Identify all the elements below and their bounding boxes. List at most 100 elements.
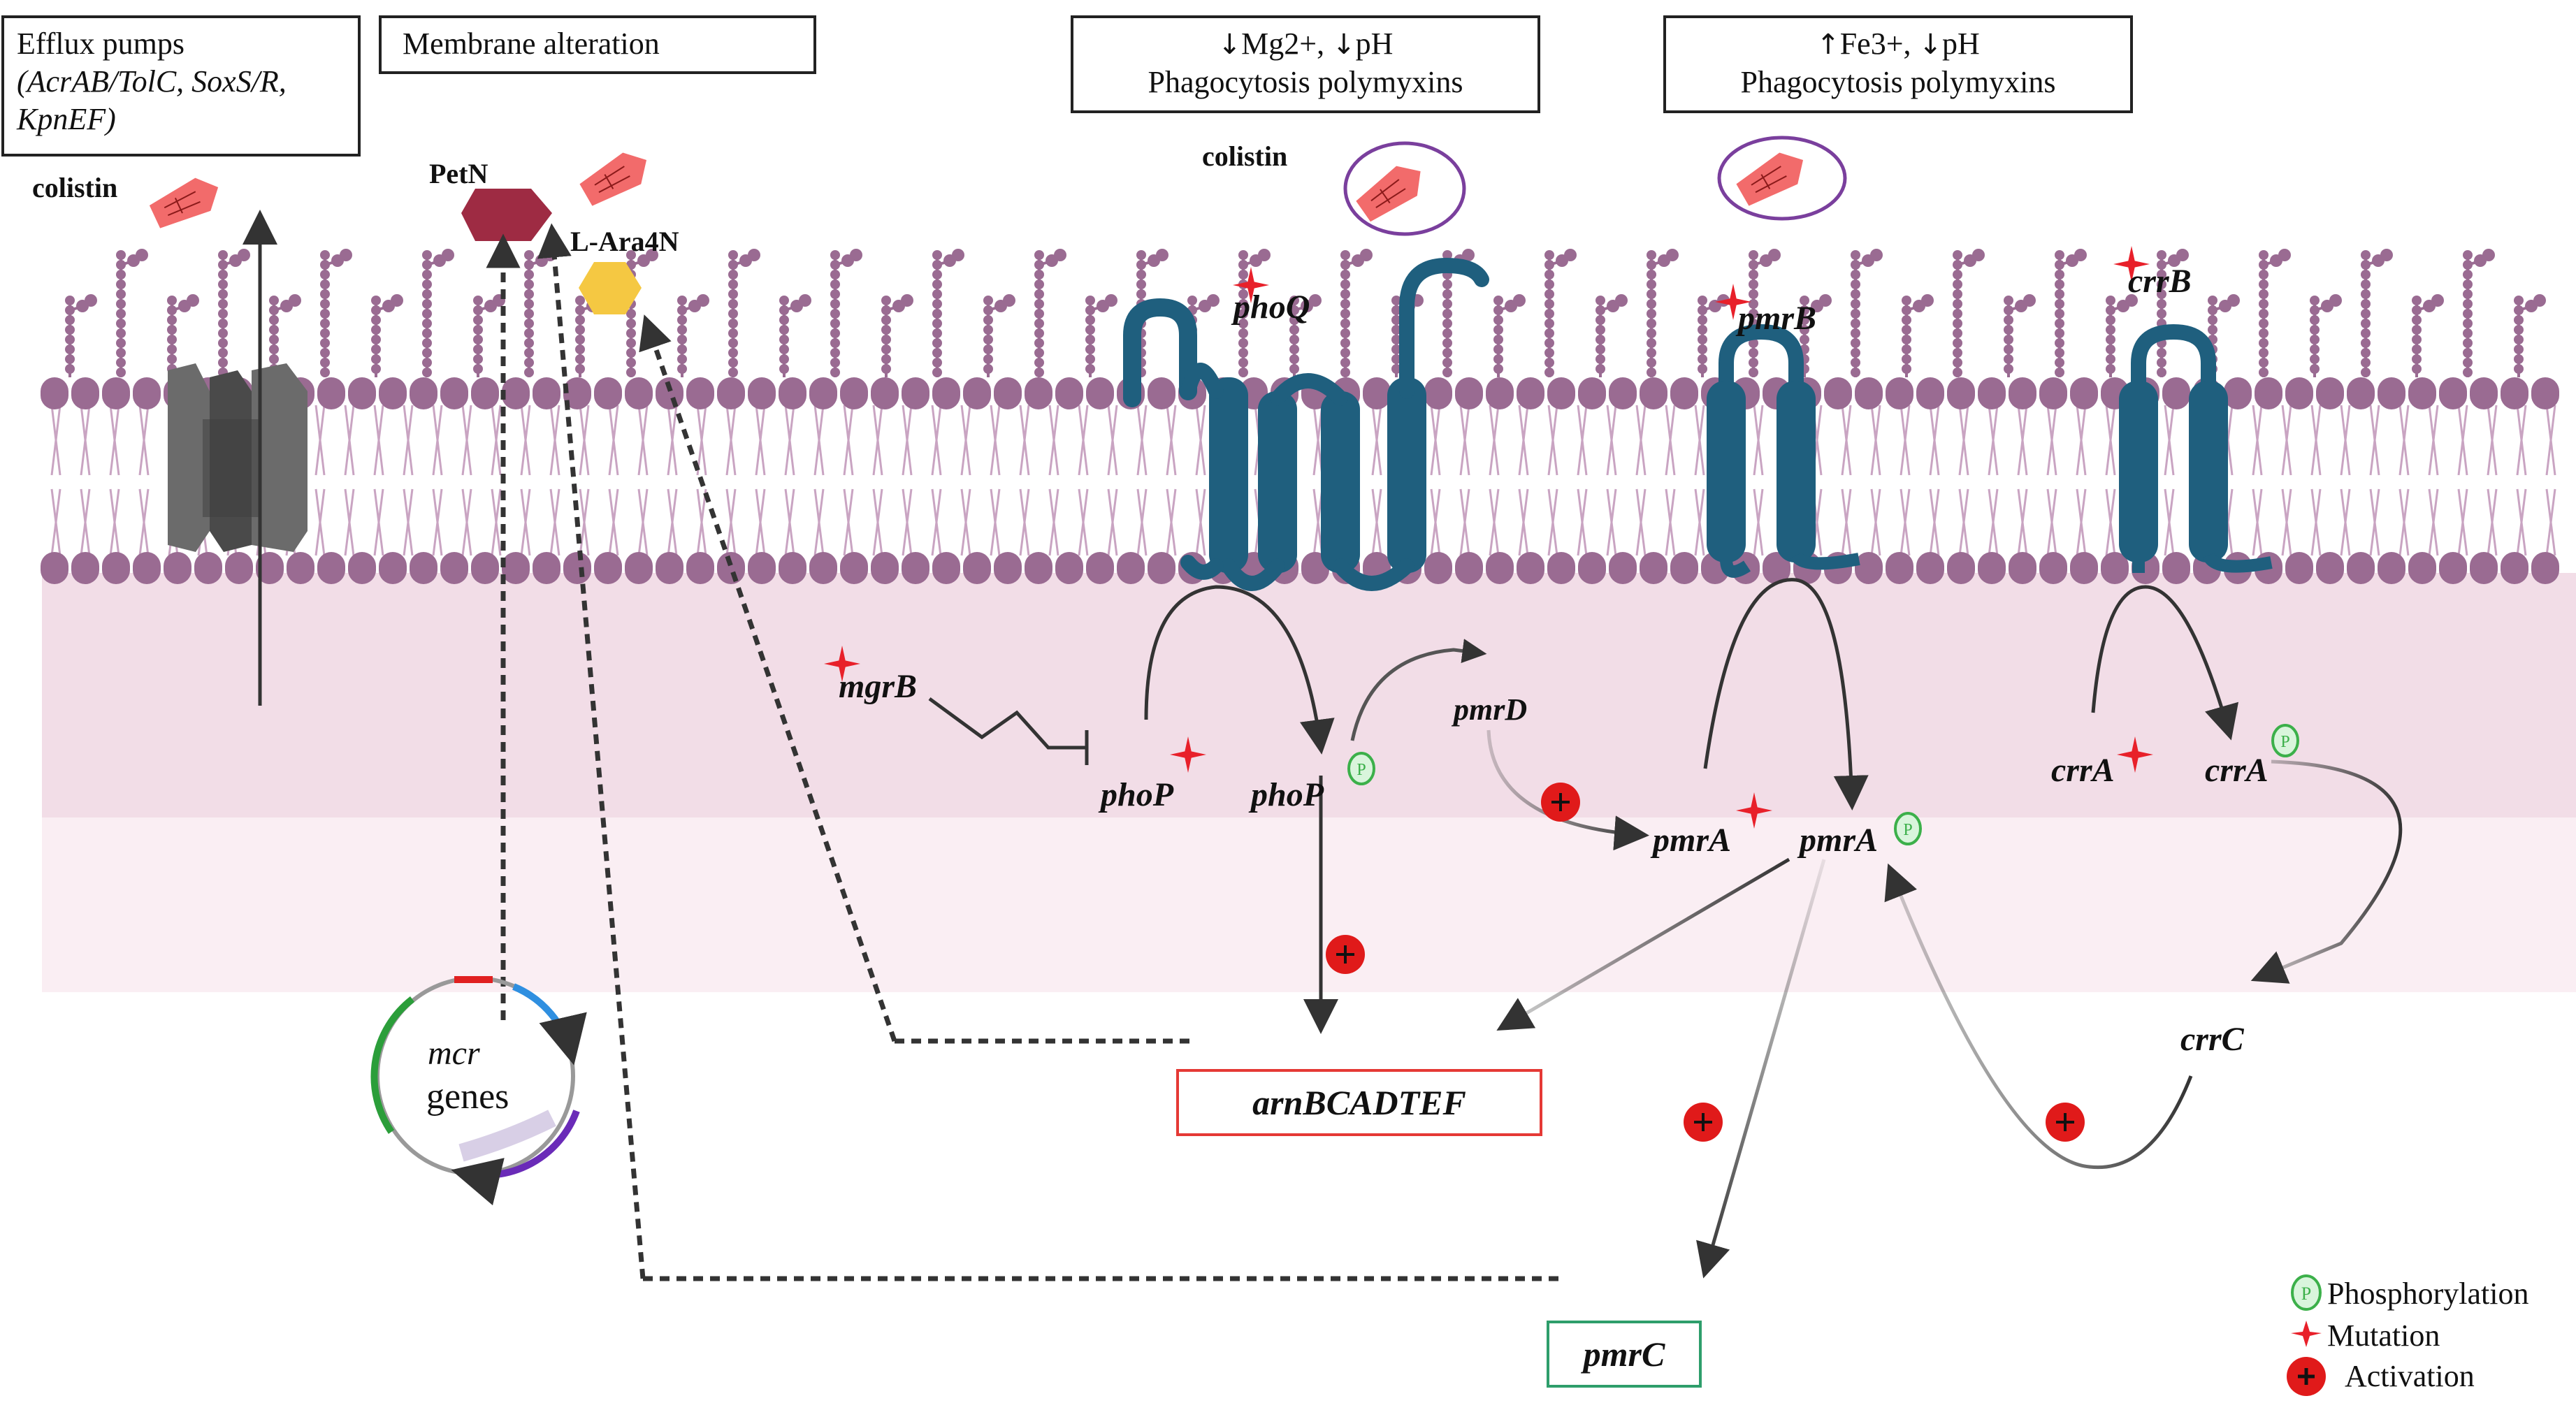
- dashed-links: [486, 223, 1565, 1281]
- lps-sugar: [1289, 354, 1299, 364]
- lps-sugar: [1595, 364, 1605, 374]
- lps-sugar: [2157, 279, 2166, 289]
- lps-branch: [697, 294, 709, 307]
- lps-branch: [2125, 294, 2138, 307]
- lps-branch-link: [1141, 259, 1156, 266]
- lipid-head: [2039, 377, 2067, 409]
- gene-crrb: crrB: [2128, 263, 2192, 300]
- lipid-tail: [2046, 488, 2057, 556]
- lipid-head: [102, 552, 130, 584]
- lps-sugar: [2208, 296, 2217, 305]
- pmrb-cond-line2: Phagocytosis polymyxins: [1740, 65, 2056, 99]
- lps-sugar: [2157, 309, 2166, 319]
- lps-branch: [238, 249, 250, 261]
- lps-sugar: [2055, 328, 2064, 338]
- lps-branch-link: [375, 305, 391, 312]
- lipid-tail: [1988, 488, 1999, 556]
- lps-sugar: [1442, 299, 1452, 309]
- lps-sugar: [1493, 296, 1503, 305]
- lps-branch-link: [2518, 305, 2533, 312]
- lps-sugar: [2463, 328, 2473, 338]
- lps-branch: [2380, 249, 2393, 261]
- lps-sugar: [422, 270, 432, 279]
- lps-sugar: [2157, 299, 2166, 309]
- lipid-tail: [2369, 488, 2380, 556]
- lps-sugar: [2463, 299, 2473, 309]
- lps-sugar: [2055, 338, 2064, 348]
- lipid-head: [840, 552, 868, 584]
- lipid-tail: [1547, 488, 1558, 556]
- lps-sugar: [2310, 325, 2320, 335]
- lps-sugar: [218, 338, 228, 348]
- lps-sugar: [2259, 270, 2269, 279]
- lipid-tail: [491, 405, 502, 476]
- lps-sugar: [2361, 358, 2371, 368]
- lipid-head: [133, 377, 161, 409]
- lipid-tail: [2545, 488, 2556, 556]
- lipid-head: [1855, 377, 1883, 409]
- lps-branch: [2227, 294, 2240, 307]
- lps-sugar: [422, 319, 432, 328]
- lps-sugar: [2361, 279, 2371, 289]
- lps-sugar: [575, 325, 585, 335]
- lps-sugar: [1902, 315, 1911, 325]
- lipid-tail: [1606, 488, 1617, 556]
- lps-branch-link: [273, 305, 289, 312]
- lps-sugar: [1953, 338, 1962, 348]
- lipid-tail: [1635, 488, 1647, 556]
- lps-sugar: [1851, 279, 1860, 289]
- lipid-head: [2408, 552, 2436, 584]
- lps-sugar: [218, 279, 228, 289]
- lps-sugar: [932, 368, 942, 377]
- lps-sugar: [932, 250, 942, 260]
- lipid-head: [1455, 552, 1483, 584]
- lipid-tail: [2428, 405, 2439, 476]
- lps-sugar: [728, 309, 738, 319]
- lps-sugar: [371, 335, 381, 344]
- svg-text:P: P: [2280, 733, 2289, 751]
- lps-sugar: [1800, 296, 1809, 305]
- lipid-tail: [549, 405, 560, 476]
- lipid-tail: [608, 405, 619, 476]
- lps-sugar: [1340, 299, 1350, 309]
- lps-sugar: [2259, 309, 2269, 319]
- lps-sugar: [116, 289, 126, 299]
- lipid-head: [410, 552, 437, 584]
- lps-sugar: [626, 328, 636, 338]
- lipid-head: [1055, 377, 1083, 409]
- lps-branch-link: [681, 305, 697, 312]
- lipid-tail: [2340, 488, 2351, 556]
- lipid-head: [194, 552, 222, 584]
- lipid-head: [471, 552, 499, 584]
- lipid-head: [1947, 377, 1975, 409]
- lps-sugar: [1902, 296, 1911, 305]
- lipid-tail: [1019, 405, 1030, 476]
- phoq-loops: [1180, 257, 1489, 591]
- crrb-protein: [2119, 324, 2273, 573]
- lipid-head: [1578, 552, 1606, 584]
- lps-sugar: [728, 348, 738, 358]
- red-star-icon: [2291, 1321, 2322, 1347]
- lps-branch: [2329, 294, 2342, 307]
- lipid-tail: [1958, 488, 1969, 556]
- lps-sugar: [1851, 328, 1860, 338]
- petn-label: PetN: [429, 158, 489, 189]
- lps-branch: [2431, 294, 2444, 307]
- lipid-tail: [2252, 405, 2263, 476]
- lps-chains: [65, 249, 2546, 377]
- efflux-pump-icon: [168, 210, 307, 706]
- lps-sugar: [677, 315, 687, 325]
- lps-sugar: [2463, 319, 2473, 328]
- efflux-pumps-box: Efflux pumps (AcrAB/TolC, SoxS/R, KpnEF): [1, 15, 361, 157]
- lps-sugar: [2055, 348, 2064, 358]
- lipid-head: [779, 377, 806, 409]
- lps-sugar: [1493, 354, 1503, 364]
- lps-sugar: [524, 328, 534, 338]
- phoq-cond-ion: Mg2+,: [1241, 27, 1325, 61]
- lps-sugar: [2157, 368, 2166, 377]
- lps-sugar: [728, 319, 738, 328]
- lps-sugar: [473, 354, 483, 364]
- lipid-tail: [960, 405, 971, 476]
- lps-branch-link: [987, 305, 1003, 312]
- lps-sugar: [830, 279, 840, 289]
